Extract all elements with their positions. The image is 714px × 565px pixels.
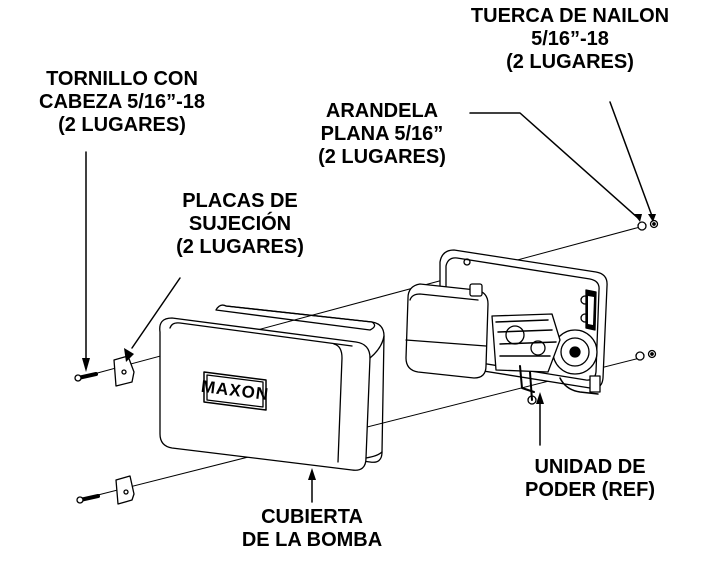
label-unidad-de-poder: UNIDAD DE PODER (REF) [525,456,655,501]
arrow-heads [82,214,656,480]
washer-nut-top [637,219,659,231]
leader-lines [85,101,653,503]
clamp-plate-top [113,355,135,387]
pump-cover [159,304,385,471]
power-unit [405,249,608,405]
label-tuerca-de-nailon: TUERCA DE NAILON 5/16”-18 (2 LUGARES) [470,5,670,73]
bolt-bottom [76,494,100,504]
label-tornillo: TORNILLO CON CABEZA 5/16”-18 (2 LUGARES) [39,68,205,136]
bolt-top [74,372,98,382]
label-cubierta-de-la-bomba: CUBIERTA DE LA BOMBA [241,506,383,551]
label-arandela: ARANDELA PLANA 5/16” (2 LUGARES) [318,100,446,168]
label-placas-de-sujecion: PLACAS DE SUJECIÓN (2 LUGARES) [176,190,304,258]
clamp-plate-bottom [115,475,135,505]
washer-nut-bottom [635,349,657,361]
